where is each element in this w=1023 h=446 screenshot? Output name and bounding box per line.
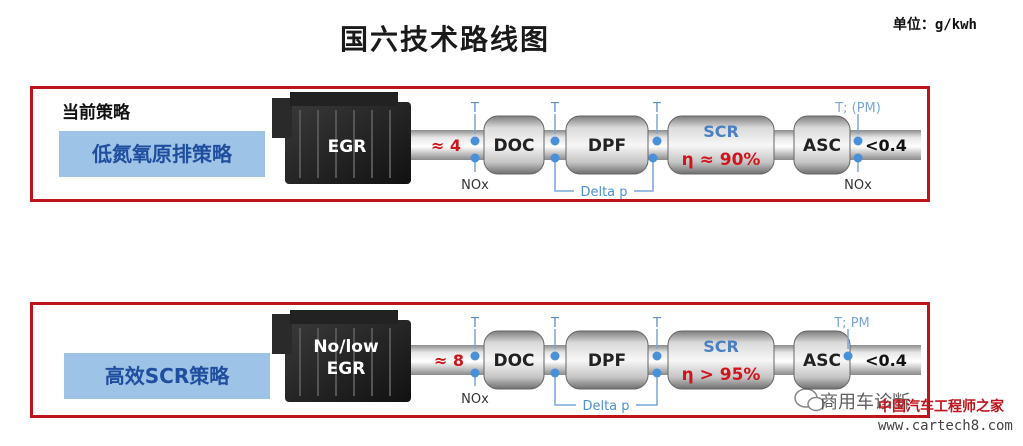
scr-efficiency: η > 95% — [682, 365, 761, 385]
nox-sensor-out-label: NOx — [844, 178, 872, 193]
temp-pm-sensor-label: T; PM — [833, 316, 870, 331]
engine-out-nox: ≈ 8 — [434, 351, 464, 370]
temp-sensor-label: T — [550, 316, 559, 331]
nox-sensor-in-label: NOx — [461, 392, 489, 407]
new-row: No/low EGR ≈ 8 DOC DPF SCR η > 95% ASC <… — [272, 310, 921, 414]
watermark-url: www.cartech8.com — [878, 418, 1013, 434]
temp-sensor-label: T — [470, 101, 479, 116]
delta-p-label: Delta p — [580, 185, 627, 200]
engine-label-line1: No/low — [313, 337, 379, 357]
temp-sensor-label: T — [652, 101, 661, 116]
dpf-canister — [565, 115, 649, 175]
scr-label: SCR — [703, 122, 739, 141]
engine-label-line2: EGR — [327, 359, 366, 379]
temp-sensor-label: T — [550, 101, 559, 116]
dpf-label: DPF — [588, 351, 626, 371]
scr-efficiency: η ≈ 90% — [682, 150, 761, 170]
asc-label: ASC — [803, 351, 841, 371]
watermark-subtitle: 中国汽车工程师之家 — [878, 399, 1004, 415]
engine-out-nox: ≈ 4 — [431, 136, 461, 155]
temp-sensor-label: T — [652, 316, 661, 331]
doc-canister — [483, 330, 545, 390]
engine-icon: EGR — [272, 92, 411, 184]
scr-canister — [667, 115, 775, 175]
doc-canister — [483, 115, 545, 175]
scr-label: SCR — [703, 337, 739, 356]
current-strategy-heading: 当前策略 — [62, 103, 130, 123]
doc-label: DOC — [493, 136, 534, 156]
temp-pm-sensor-label: T; (PM) — [834, 101, 881, 116]
watermark-brand: 商用车诊断 — [820, 392, 910, 413]
temp-sensor-label: T — [470, 316, 479, 331]
engine-label: EGR — [328, 137, 367, 157]
dpf-canister — [565, 330, 649, 390]
page-title: 国六技术路线图 — [339, 23, 550, 56]
asc-canister — [793, 115, 851, 175]
scr-canister — [667, 330, 775, 390]
nox-sensor-in-label: NOx — [461, 178, 489, 193]
dpf-label: DPF — [588, 136, 626, 156]
doc-label: DOC — [493, 351, 534, 371]
high-eff-scr-strategy-label: 高效SCR策略 — [64, 353, 270, 399]
tailpipe-nox: <0.4 — [865, 351, 907, 370]
engine-icon: No/low EGR — [272, 310, 411, 402]
delta-p-label: Delta p — [582, 399, 629, 414]
current-row: EGR ≈ 4 DOC DPF SCR η ≈ 90% ASC <0.4 — [272, 92, 921, 200]
unit-label: 单位：g/kwh — [892, 17, 977, 33]
asc-label: ASC — [803, 136, 841, 156]
tailpipe-nox: <0.4 — [865, 136, 907, 155]
low-nox-strategy-label: 低氮氧原排策略 — [59, 131, 265, 177]
wechat-icon — [794, 388, 825, 412]
